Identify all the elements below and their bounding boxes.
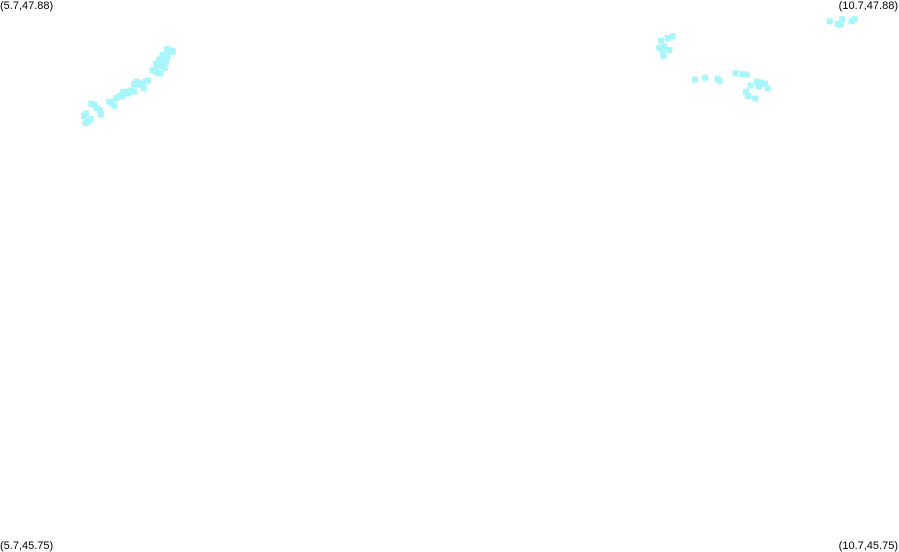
map-marker [660, 53, 667, 60]
map-marker [669, 33, 676, 40]
map-marker [169, 48, 176, 55]
map-marker [755, 83, 762, 90]
map-marker [716, 78, 723, 85]
map-marker [764, 85, 771, 92]
map-marker [666, 47, 673, 53]
map-marker [839, 16, 846, 23]
map-marker [112, 95, 119, 102]
map-marker [702, 74, 709, 81]
map-marker [127, 87, 134, 94]
map-marker [656, 44, 663, 51]
map-marker [155, 62, 162, 69]
map-marker [145, 77, 151, 84]
map-marker [111, 102, 117, 109]
map-marker [747, 82, 754, 89]
map-marker [164, 53, 171, 60]
map-marker [659, 47, 666, 54]
map-marker [658, 37, 665, 44]
map-marker [743, 71, 750, 78]
corner-coordinate-bottom-right: (10.7,45.75) [838, 540, 898, 552]
map-marker [743, 88, 749, 95]
corner-coordinate-top-right: (10.7,47.88) [838, 0, 898, 12]
map-marker [762, 80, 768, 87]
map-marker [752, 95, 759, 102]
map-marker [91, 102, 98, 108]
map-marker [161, 64, 168, 71]
map-marker [664, 35, 671, 42]
map-marker [163, 58, 170, 65]
map-marker [87, 116, 94, 122]
map-marker [140, 85, 147, 92]
map-marker [96, 106, 103, 113]
map-marker [754, 78, 760, 85]
map-marker [661, 43, 668, 50]
map-marker [757, 79, 764, 86]
map-marker [157, 70, 164, 77]
map-marker [691, 76, 698, 83]
map-marker [82, 110, 89, 117]
map-marker [739, 71, 746, 78]
map-marker [848, 18, 855, 25]
map-marker [826, 18, 833, 25]
map-marker [158, 63, 165, 70]
corner-coordinate-top-left: (5.7,47.88) [0, 0, 54, 12]
map-marker [134, 81, 141, 88]
map-marker [159, 52, 166, 59]
map-marker [88, 100, 95, 107]
map-marker [837, 21, 844, 28]
map-marker [118, 93, 125, 100]
map-marker [164, 46, 171, 53]
map-marker [745, 93, 751, 100]
corner-coordinate-bottom-left: (5.7,45.75) [0, 540, 54, 552]
map-marker [138, 80, 145, 87]
map-marker [732, 70, 739, 77]
map-marker [131, 88, 138, 95]
map-marker [851, 16, 858, 23]
map-marker [97, 111, 104, 118]
